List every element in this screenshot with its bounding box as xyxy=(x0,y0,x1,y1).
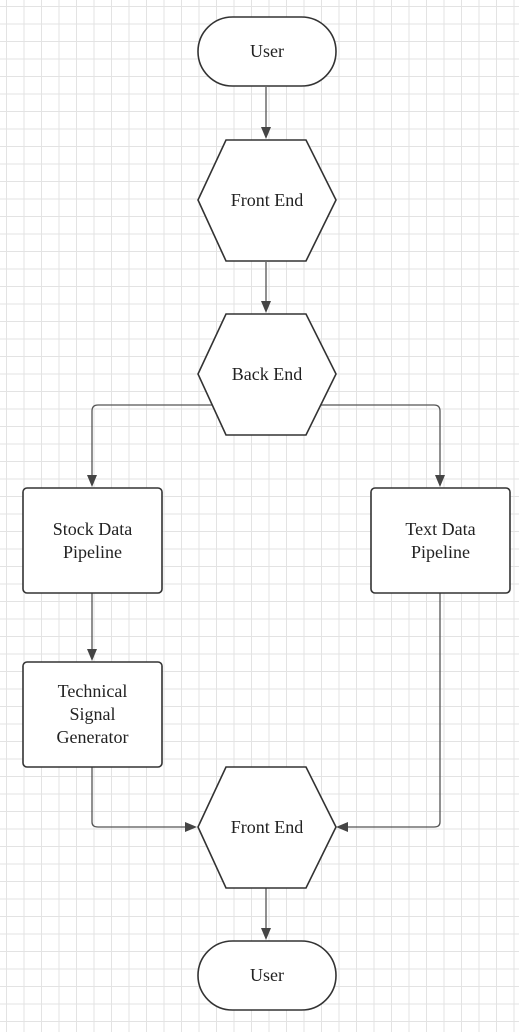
stock-data-pipeline-label: Stock Data Pipeline xyxy=(52,518,133,562)
technical-signal-generator-label: Technical Signal Generator xyxy=(56,681,129,747)
stock-data-pipeline-box xyxy=(22,487,163,594)
user-top-label: User xyxy=(250,41,284,61)
arrowhead-icon xyxy=(185,822,197,832)
front-end-top-label: Front End xyxy=(230,190,304,210)
arrowhead-icon xyxy=(261,301,271,313)
text-data-pipeline-box xyxy=(370,487,511,594)
connector-text-data-to-front-end xyxy=(345,593,441,828)
text-data-pipeline-label: Text Data Pipeline xyxy=(405,518,476,562)
front-end-bottom-label: Front End xyxy=(230,817,304,837)
technical-signal-generator-box xyxy=(22,661,163,768)
arrowhead-icon xyxy=(87,649,97,661)
arrowhead-icon xyxy=(336,822,348,832)
connector-technical-signal-to-front-end xyxy=(91,767,188,828)
arrowhead-icon xyxy=(435,475,445,487)
connector-back-end-to-stock-data-pipeline xyxy=(91,404,219,477)
connector-back-end-to-text-data-pipeline xyxy=(313,404,441,477)
front-end-top-hexagon xyxy=(197,139,337,262)
arrowhead-icon xyxy=(261,127,271,139)
user-top-terminal xyxy=(197,16,337,87)
arrowhead-icon xyxy=(87,475,97,487)
user-bottom-terminal xyxy=(197,940,337,1011)
back-end-hexagon xyxy=(197,313,337,436)
front-end-bottom-hexagon xyxy=(197,766,337,889)
back-end-label: Back End xyxy=(231,364,303,384)
arrowhead-icon xyxy=(261,928,271,940)
user-bottom-label: User xyxy=(250,965,284,985)
